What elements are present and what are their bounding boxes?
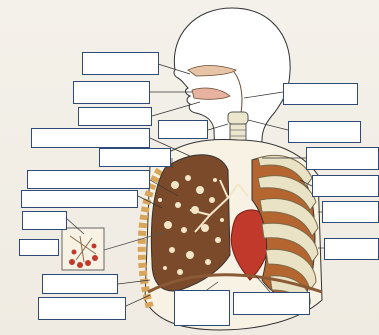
label-box[interactable] (82, 52, 159, 75)
label-box[interactable] (174, 290, 230, 326)
label-box[interactable] (73, 81, 150, 104)
label-box[interactable] (38, 297, 126, 320)
label-box[interactable] (288, 121, 361, 143)
label-box[interactable] (322, 201, 379, 223)
label-box[interactable] (233, 292, 310, 315)
label-box[interactable] (306, 147, 379, 170)
label-box[interactable] (312, 175, 379, 197)
label-box[interactable] (324, 238, 379, 260)
label-box[interactable] (31, 128, 150, 148)
label-box[interactable] (27, 170, 150, 189)
label-box[interactable] (158, 120, 208, 139)
label-box[interactable] (22, 211, 67, 230)
label-box[interactable] (42, 274, 118, 294)
label-box[interactable] (283, 83, 358, 105)
label-box[interactable] (78, 107, 152, 126)
label-box[interactable] (21, 190, 138, 208)
label-box[interactable] (99, 148, 171, 167)
label-box[interactable] (235, 318, 236, 319)
label-box[interactable] (19, 239, 59, 256)
